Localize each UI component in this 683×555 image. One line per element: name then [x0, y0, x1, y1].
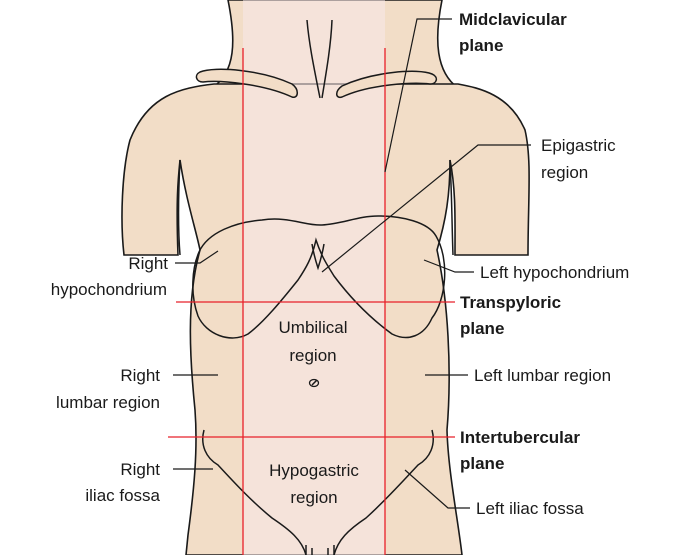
label-right-hypochondrium-line2: hypochondrium: [51, 280, 167, 299]
label-epigastric-line2: region: [541, 163, 588, 182]
label-right-iliac-line1: Right: [120, 460, 160, 479]
label-umbilical-line2: region: [289, 346, 336, 365]
label-umbilical-line1: Umbilical: [279, 318, 348, 337]
label-right-iliac-line2: iliac fossa: [85, 486, 160, 505]
label-intertubercular-line2: plane: [460, 454, 504, 473]
label-left-iliac: Left iliac fossa: [476, 499, 584, 518]
label-hypogastric-line1: Hypogastric: [269, 461, 359, 480]
label-transpyloric-line1: Transpyloric: [460, 293, 561, 312]
label-epigastric-line1: Epigastric: [541, 136, 616, 155]
right-arm-line: [179, 160, 181, 255]
label-midclavicular-line1: Midclavicular: [459, 10, 567, 29]
label-left-lumbar: Left lumbar region: [474, 366, 611, 385]
label-transpyloric-line2: plane: [460, 319, 504, 338]
label-right-lumbar-line2: lumbar region: [56, 393, 160, 412]
label-right-lumbar-line1: Right: [120, 366, 160, 385]
label-right-hypochondrium-line1: Right: [128, 254, 168, 273]
label-midclavicular-line2: plane: [459, 36, 503, 55]
label-intertubercular-line1: Intertubercular: [460, 428, 580, 447]
label-hypogastric-line2: region: [290, 488, 337, 507]
label-left-hypochondrium: Left hypochondrium: [480, 263, 629, 282]
